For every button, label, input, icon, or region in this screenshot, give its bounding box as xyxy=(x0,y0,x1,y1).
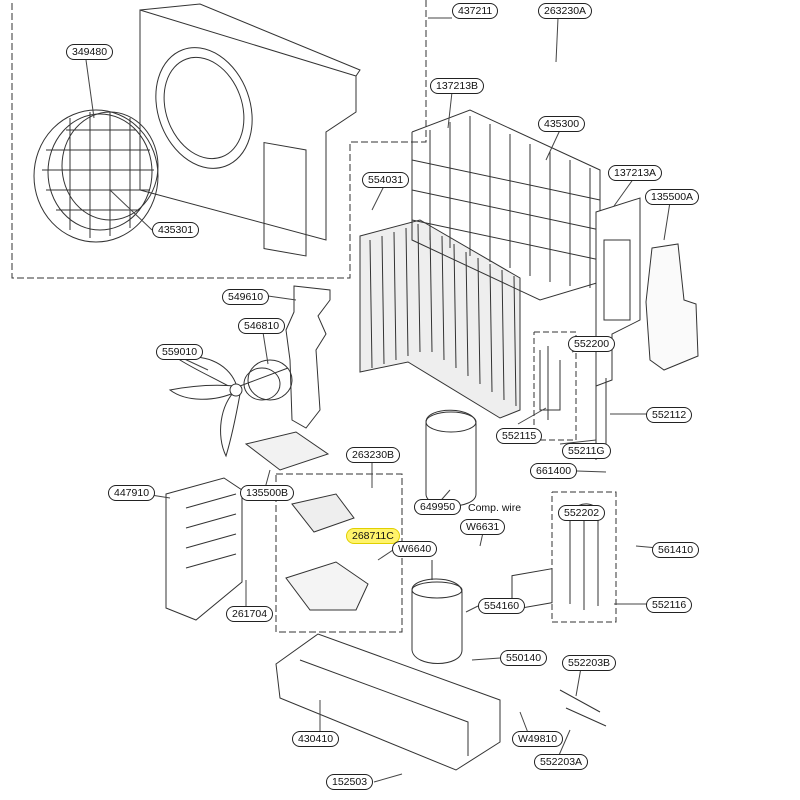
motor-bracket-drawing xyxy=(285,285,331,429)
part-label-435301[interactable]: 435301 xyxy=(152,222,200,238)
comp-wire-annotation: Comp. wire xyxy=(468,502,522,514)
part-label-137213B[interactable]: 137213B xyxy=(430,78,485,94)
part-label-263230A[interactable]: 263230A xyxy=(538,3,593,19)
part-label-349480[interactable]: 349480 xyxy=(66,44,114,60)
part-label-552202[interactable]: 552202 xyxy=(558,505,606,521)
part-label-437211[interactable]: 437211 xyxy=(452,3,499,19)
part-label-W6640[interactable]: W6640 xyxy=(392,541,438,557)
part-label-W49810[interactable]: W49810 xyxy=(512,731,564,747)
cabinet-panel-drawing xyxy=(139,3,361,257)
motor-drawing xyxy=(239,359,293,401)
sound-jacket-drawing xyxy=(425,409,477,507)
part-label-559010[interactable]: 559010 xyxy=(156,344,204,360)
control-box-cover-drawing xyxy=(645,243,699,371)
left-bracket-drawing xyxy=(165,477,243,621)
part-label-552203B[interactable]: 552203B xyxy=(562,655,617,671)
part-label-552115[interactable]: 552115 xyxy=(496,428,543,444)
valve-group-box-upper xyxy=(533,331,577,441)
part-label-435300[interactable]: 435300 xyxy=(538,116,586,132)
base-pan-drawing xyxy=(275,633,501,771)
part-label-550140[interactable]: 550140 xyxy=(500,650,548,666)
part-label-552112[interactable]: 552112 xyxy=(646,407,693,423)
part-label-137213A[interactable]: 137213A xyxy=(608,165,663,181)
part-label-649950[interactable]: 649950 xyxy=(414,499,462,515)
part-label-554031[interactable]: 554031 xyxy=(362,172,410,188)
part-label-135500A[interactable]: 135500A xyxy=(645,189,700,205)
piping-drawing xyxy=(511,346,607,727)
part-label-552203A[interactable]: 552203A xyxy=(534,754,589,770)
part-label-261704[interactable]: 261704 xyxy=(226,606,274,622)
part-label-W6631[interactable]: W6631 xyxy=(460,519,506,535)
part-label-549610[interactable]: 549610 xyxy=(222,289,270,305)
cabinet-group-box xyxy=(11,0,427,279)
part-label-430410[interactable]: 430410 xyxy=(292,731,340,747)
part-label-447910[interactable]: 447910 xyxy=(108,485,156,501)
part-label-135500B[interactable]: 135500B xyxy=(240,485,295,501)
part-label-152503[interactable]: 152503 xyxy=(326,774,374,790)
part-label-552200[interactable]: 552200 xyxy=(568,336,616,352)
part-label-55211G[interactable]: 55211G xyxy=(562,443,611,459)
side-panel-drawing xyxy=(595,197,641,387)
part-label-546810[interactable]: 546810 xyxy=(238,318,286,334)
compressor-drawing xyxy=(411,560,463,664)
pcb-drawing xyxy=(244,431,369,611)
fan-grille-drawing xyxy=(33,109,159,243)
propeller-fan-drawing xyxy=(168,356,243,458)
part-label-263230B[interactable]: 263230B xyxy=(346,447,401,463)
part-label-552116[interactable]: 552116 xyxy=(646,597,693,613)
condenser-coil-drawing xyxy=(359,219,521,419)
part-label-661400[interactable]: 661400 xyxy=(530,463,578,479)
part-label-561410[interactable]: 561410 xyxy=(652,542,700,558)
part-label-268711C[interactable]: 268711C xyxy=(346,528,400,544)
part-label-554160[interactable]: 554160 xyxy=(478,598,526,614)
